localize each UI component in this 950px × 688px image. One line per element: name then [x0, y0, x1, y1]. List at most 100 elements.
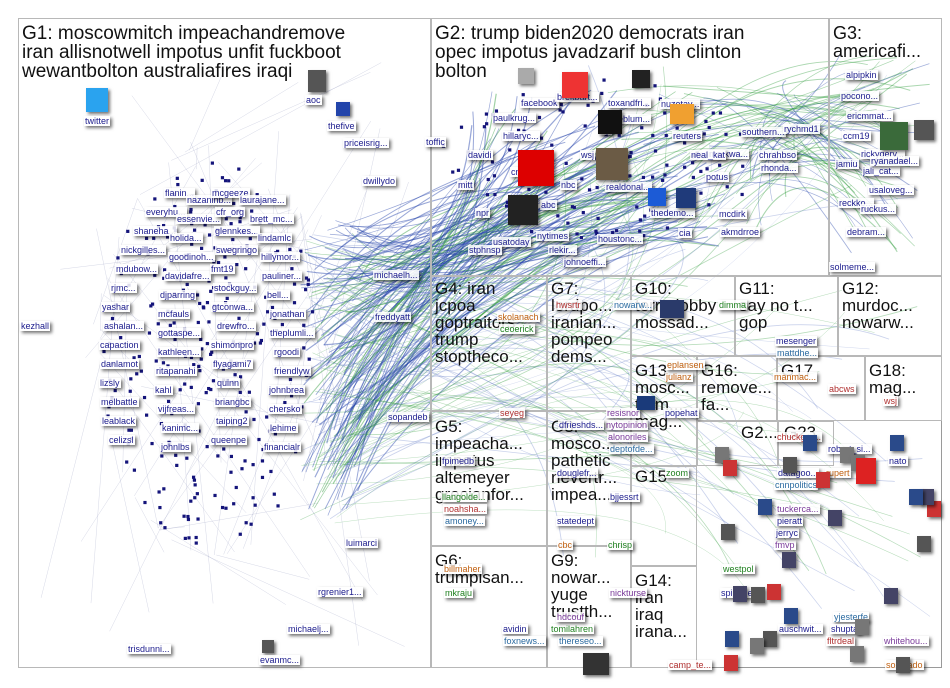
node-label: nowarw...: [613, 300, 653, 310]
avatar: [336, 102, 350, 116]
node-label: alonoriles: [607, 432, 648, 442]
group-title-line: murdoc...: [842, 297, 914, 314]
node-label: bjjessrt: [609, 492, 640, 502]
node-label: jamiu: [835, 159, 859, 169]
avatar: [637, 396, 655, 410]
node-label: reuters: [672, 131, 702, 141]
group-title-g12: G12:murdoc...nowarw...: [842, 280, 914, 331]
node-label: davidafre...: [164, 271, 211, 281]
node-label: mcfauls: [157, 309, 190, 319]
node-label: kezhall: [20, 321, 50, 331]
avatar: [660, 300, 684, 318]
node-label: johnlbs: [160, 442, 191, 452]
group-title-g4: G4: iranjcpoagoptraitorstrumpstoptheco..…: [435, 280, 523, 365]
node-label: ritapanahi: [155, 366, 197, 376]
group-title-g11: G11:say no t...gop: [739, 280, 813, 331]
node-label: abc: [540, 200, 557, 210]
node-label: nickgilles...: [120, 245, 166, 255]
avatar: [884, 588, 898, 604]
node-label: mitt: [457, 180, 474, 190]
avatar: [803, 435, 817, 451]
node-label: whitehou...: [883, 636, 929, 646]
node-label: stockguy...: [213, 283, 257, 293]
group-title-line: bolton: [435, 62, 744, 81]
group-title-line: G14:: [635, 572, 687, 589]
node-label: swegringo: [215, 245, 258, 255]
node-label: alpipkin: [845, 70, 878, 80]
node-label: wsj: [580, 150, 595, 160]
node-label: queenpe: [210, 435, 247, 445]
node-label: thereseo...: [558, 636, 603, 646]
node-label: twitter: [84, 116, 110, 126]
node-label: noahsha...: [443, 504, 487, 514]
group-title-line: gop: [739, 314, 813, 331]
avatar: [721, 524, 735, 540]
group-title-line: say no t...: [739, 297, 813, 314]
node-label: shimonpro: [210, 340, 254, 350]
group-title-line: G7:: [551, 280, 616, 297]
node-label: thefive: [327, 121, 356, 131]
node-label: evanmc...: [259, 655, 300, 665]
twitter-logo-icon: [86, 88, 108, 112]
group-title-g15: G15: [635, 468, 667, 485]
node-label: usaloveg...: [868, 185, 914, 195]
node-label: foxnews...: [503, 636, 546, 646]
group-title-line: G1: moscowmitch impeachandremove: [22, 24, 345, 43]
node-label: fmt19: [210, 264, 235, 274]
node-label: toffic: [425, 137, 446, 147]
group-title-line: G11:: [739, 280, 813, 297]
group-title-line: iran allisnotwell impotus unfit fuckboot: [22, 43, 345, 62]
node-label: pocono...: [840, 91, 879, 101]
node-label: trisdunni...: [127, 644, 171, 654]
avatar: [733, 586, 747, 602]
avatar: [767, 584, 781, 600]
democrats-logo-icon: [648, 188, 666, 206]
avatar: [763, 631, 777, 647]
fox-logo-icon: [632, 70, 650, 88]
node-label: davidi: [467, 150, 493, 160]
node-label: freddyatt: [374, 312, 411, 322]
node-label: sopandeb: [387, 412, 429, 422]
node-label: resisnor: [606, 408, 640, 418]
node-label: chrisp: [607, 540, 633, 550]
avatar: [896, 657, 910, 673]
group-title-line: irana...: [635, 623, 687, 640]
node-label: taiping2: [215, 416, 249, 426]
node-label: mattdhe...: [776, 348, 818, 358]
node-label: eblum...: [617, 114, 651, 124]
avatar: [828, 510, 842, 526]
group-title-line: G2...: [741, 424, 778, 441]
node-label: goodinoh...: [168, 252, 215, 262]
group-title-line: G3:: [833, 24, 921, 42]
node-label: houstonc...: [597, 234, 643, 244]
node-label: lindamlc: [257, 233, 292, 243]
avatar: [850, 646, 864, 662]
node-label: ccm19: [842, 131, 871, 141]
group-title-line: remove...: [701, 379, 772, 396]
cia-logo-icon: [676, 188, 696, 208]
node-label: tuckerca...: [776, 504, 820, 514]
node-label: capaction: [99, 340, 140, 350]
node-label: mdubow...: [115, 264, 158, 274]
node-label: fltrdeal: [826, 636, 855, 646]
node-label: laurajane...: [239, 195, 286, 205]
node-label: avidin: [502, 624, 528, 634]
group-title-line: pompeo: [551, 331, 616, 348]
node-label: ericmmat...: [846, 111, 893, 121]
group-title-line: G5:: [435, 418, 524, 435]
node-label: camp_te...: [668, 660, 712, 670]
group-title-line: americafi...: [833, 42, 921, 60]
node-label: ceoerick: [499, 324, 535, 334]
node-label: friendlyw: [273, 366, 311, 376]
group-title-line: impeacha...: [435, 435, 524, 452]
group-title-line: G18:: [869, 362, 916, 379]
node-label: cnnpolitics: [774, 480, 818, 490]
group-title-line: stoptheco...: [435, 348, 523, 365]
node-label: nickturse: [609, 588, 647, 598]
node-label: theplumli...: [269, 328, 315, 338]
node-label: auschwit...: [778, 624, 823, 634]
avatar: [308, 70, 326, 92]
avatar: [751, 587, 765, 603]
node-label: hdcouf: [556, 612, 585, 622]
node-label: deptofde...: [609, 444, 654, 454]
